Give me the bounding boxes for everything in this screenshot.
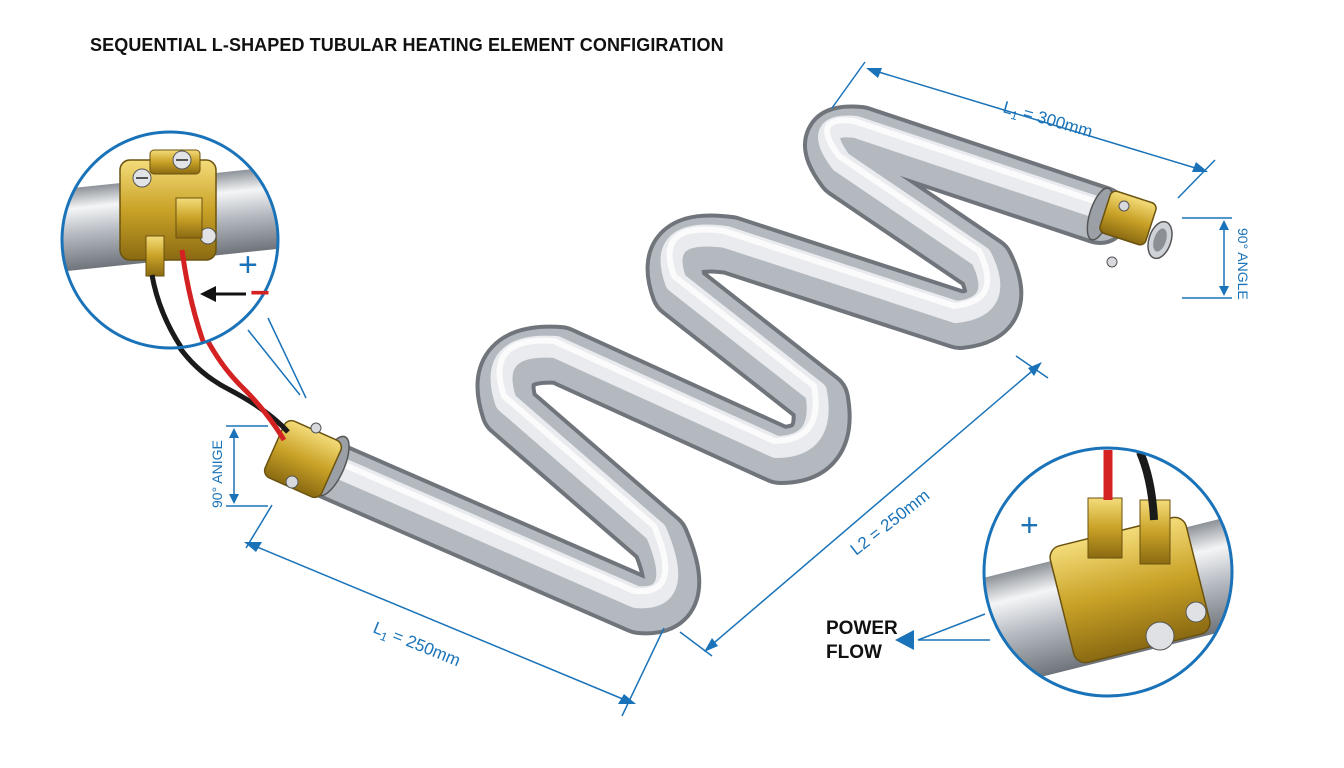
dimension-top <box>831 61 1216 199</box>
left-detail-callout: + − <box>60 130 307 399</box>
dimension-top-label: L1 = 300mm <box>1000 98 1095 145</box>
power-flow-label-line1: POWER <box>826 618 898 639</box>
angle-label-right: 90° ANGLE <box>1235 228 1251 300</box>
power-flow-label-line2: FLOW <box>826 642 882 663</box>
dimension-diagonal-label: L2 = 250mm <box>847 486 934 559</box>
right-detail-callout: + POWER FLOW <box>826 446 1234 698</box>
plus-icon: + <box>238 246 258 284</box>
angle-label-left: 90° ANIGE <box>209 440 225 508</box>
arrow-left-icon <box>200 286 246 302</box>
plus-icon: + <box>1020 507 1039 543</box>
dimension-diagonal <box>679 355 1049 657</box>
right-terminal-fitting <box>1086 187 1173 268</box>
triangle-left-icon <box>895 630 914 650</box>
minus-icon: − <box>250 274 270 312</box>
dimension-bottom <box>244 504 665 717</box>
angle-marker-right <box>1182 217 1232 299</box>
page-title: SEQUENTIAL L-SHAPED TUBULAR HEATING ELEM… <box>90 35 724 55</box>
angle-marker-left <box>226 425 268 507</box>
serpentine-tube <box>300 104 1130 636</box>
